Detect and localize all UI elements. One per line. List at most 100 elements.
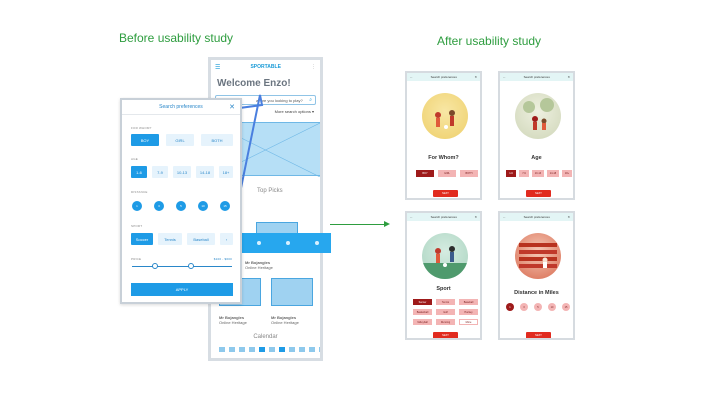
close-icon[interactable]: ✕ <box>567 215 570 219</box>
calendar-day[interactable] <box>299 347 305 352</box>
sport-option[interactable]: Basketball <box>413 309 432 315</box>
distance-option[interactable]: 15 <box>220 201 230 211</box>
calendar-day[interactable] <box>249 347 255 352</box>
next-button[interactable]: NEXT <box>526 190 551 197</box>
search-icon[interactable]: ⌕ <box>309 97 312 103</box>
next-button[interactable]: NEXT <box>526 332 551 338</box>
menu-icon[interactable]: ☰ <box>215 64 221 71</box>
sport-option[interactable]: Volleyball <box>413 319 432 325</box>
for-whom-option[interactable]: BOTH <box>201 134 233 146</box>
distance-option[interactable]: 10 <box>198 201 208 211</box>
distance-option[interactable]: 5 <box>176 201 186 211</box>
back-icon[interactable]: ← <box>410 215 413 219</box>
distance-option[interactable]: 3 <box>154 201 164 211</box>
nav-profile-icon[interactable] <box>285 241 290 245</box>
back-icon[interactable]: ← <box>503 215 506 219</box>
for-whom-option[interactable]: GIRL <box>438 170 456 177</box>
sport-more-option[interactable]: More <box>459 319 478 325</box>
sport-option[interactable]: Running <box>436 319 455 325</box>
next-button[interactable]: NEXT <box>433 332 458 338</box>
next-button[interactable]: NEXT <box>433 190 458 197</box>
distance-option[interactable]: 5 <box>534 303 542 311</box>
more-icon[interactable]: ⋮ <box>310 64 316 70</box>
sport-option[interactable]: Golf <box>436 309 455 315</box>
calendar-day[interactable] <box>239 347 245 352</box>
age-option[interactable]: 10-13 <box>173 166 191 178</box>
age-option[interactable]: 1-6 <box>506 170 516 177</box>
more-search-options-link[interactable]: More search options ▾ <box>274 109 314 114</box>
for-whom-option[interactable]: BOTH <box>460 170 478 177</box>
section-label: AGE <box>131 157 138 161</box>
distance-title: Distance in Miles <box>514 290 559 296</box>
distance-option[interactable]: 1 <box>132 201 142 211</box>
close-icon[interactable]: ✕ <box>567 75 570 79</box>
panel-header-title: Search preferences <box>430 75 457 79</box>
top-pick-card[interactable] <box>271 278 313 306</box>
sport-option[interactable]: Tennis <box>158 233 182 245</box>
panel-header: ← Search preferences ✕ <box>500 213 573 221</box>
age-illustration <box>515 93 561 139</box>
overlay-title: Search preferences <box>159 104 203 110</box>
stadium-seats-illustration <box>519 243 557 268</box>
sport-option[interactable]: Soccer <box>131 233 153 245</box>
price-range-value: $100 - $600 <box>213 257 232 261</box>
calendar-day[interactable] <box>259 347 265 352</box>
panel-header-title: Search preferences <box>430 215 457 219</box>
section-label: FOR WHOM? <box>131 126 152 130</box>
age-option[interactable]: 10-13 <box>532 170 544 177</box>
age-option[interactable]: 1-6 <box>131 166 147 178</box>
panel-header-title: Search preferences <box>523 215 550 219</box>
children-playing-illustration <box>435 110 455 129</box>
back-icon[interactable]: ← <box>410 75 413 79</box>
card-subtitle: Online Heritage <box>219 320 247 325</box>
sport-option[interactable]: Baseball <box>459 299 478 305</box>
close-icon[interactable]: ✕ <box>229 104 235 111</box>
calendar-day[interactable] <box>309 347 315 352</box>
sport-more-button[interactable]: › <box>220 233 233 245</box>
for-whom-option[interactable]: BOY <box>131 134 159 146</box>
back-icon[interactable]: ← <box>503 75 506 79</box>
close-icon[interactable]: ✕ <box>474 215 477 219</box>
age-option[interactable]: 18+ <box>219 166 233 178</box>
apply-button[interactable]: APPLY <box>131 283 233 296</box>
nav-menu-icon[interactable] <box>314 241 319 245</box>
overlay-title-bar: Search preferences ✕ <box>122 100 240 115</box>
for-whom-option[interactable]: GIRL <box>166 134 194 146</box>
age-option[interactable]: 14-18 <box>196 166 214 178</box>
welcome-title: Welcome Enzo! <box>217 78 291 89</box>
sport-option[interactable]: Tennis <box>436 299 455 305</box>
sport-option[interactable]: Soccer <box>413 299 432 305</box>
price-slider-track[interactable] <box>132 266 232 267</box>
age-option[interactable]: 7-9 <box>152 166 168 178</box>
calendar-day[interactable] <box>279 347 285 352</box>
sport-option[interactable]: Baseball <box>187 233 215 245</box>
calendar-day[interactable] <box>269 347 275 352</box>
distance-option[interactable]: 15 <box>562 303 570 311</box>
calendar-day[interactable] <box>229 347 235 352</box>
after-sport-screen: ← Search preferences ✕ Sport Soccer Tenn… <box>405 211 482 340</box>
distance-option[interactable]: 1 <box>506 303 514 311</box>
age-option[interactable]: 7-9 <box>519 170 529 177</box>
section-label: PRICE <box>131 257 142 261</box>
nav-search-icon[interactable] <box>257 241 262 245</box>
family-illustration <box>523 98 554 130</box>
after-age-screen: ← Search preferences ✕ Age 1-6 7-9 10-13… <box>498 71 575 200</box>
panel-header: ← Search preferences ✕ <box>500 73 573 81</box>
age-option[interactable]: 14-18 <box>547 170 559 177</box>
close-icon[interactable]: ✕ <box>474 75 477 79</box>
for-whom-option[interactable]: BOY <box>416 170 434 177</box>
calendar-day[interactable] <box>319 347 320 352</box>
sport-option[interactable]: Hockey <box>459 309 478 315</box>
age-option[interactable]: 18+ <box>562 170 572 177</box>
calendar-day[interactable] <box>289 347 295 352</box>
distance-option[interactable]: 3 <box>520 303 528 311</box>
price-slider-max-handle[interactable] <box>188 263 194 269</box>
calendar-day[interactable] <box>219 347 225 352</box>
sport-title: Sport <box>436 286 451 292</box>
panel-header-title: Search preferences <box>523 75 550 79</box>
phone-top-bar: ☰ SPORTABLE ⋮ <box>211 60 320 74</box>
distance-option[interactable]: 10 <box>548 303 556 311</box>
price-slider-min-handle[interactable] <box>152 263 158 269</box>
